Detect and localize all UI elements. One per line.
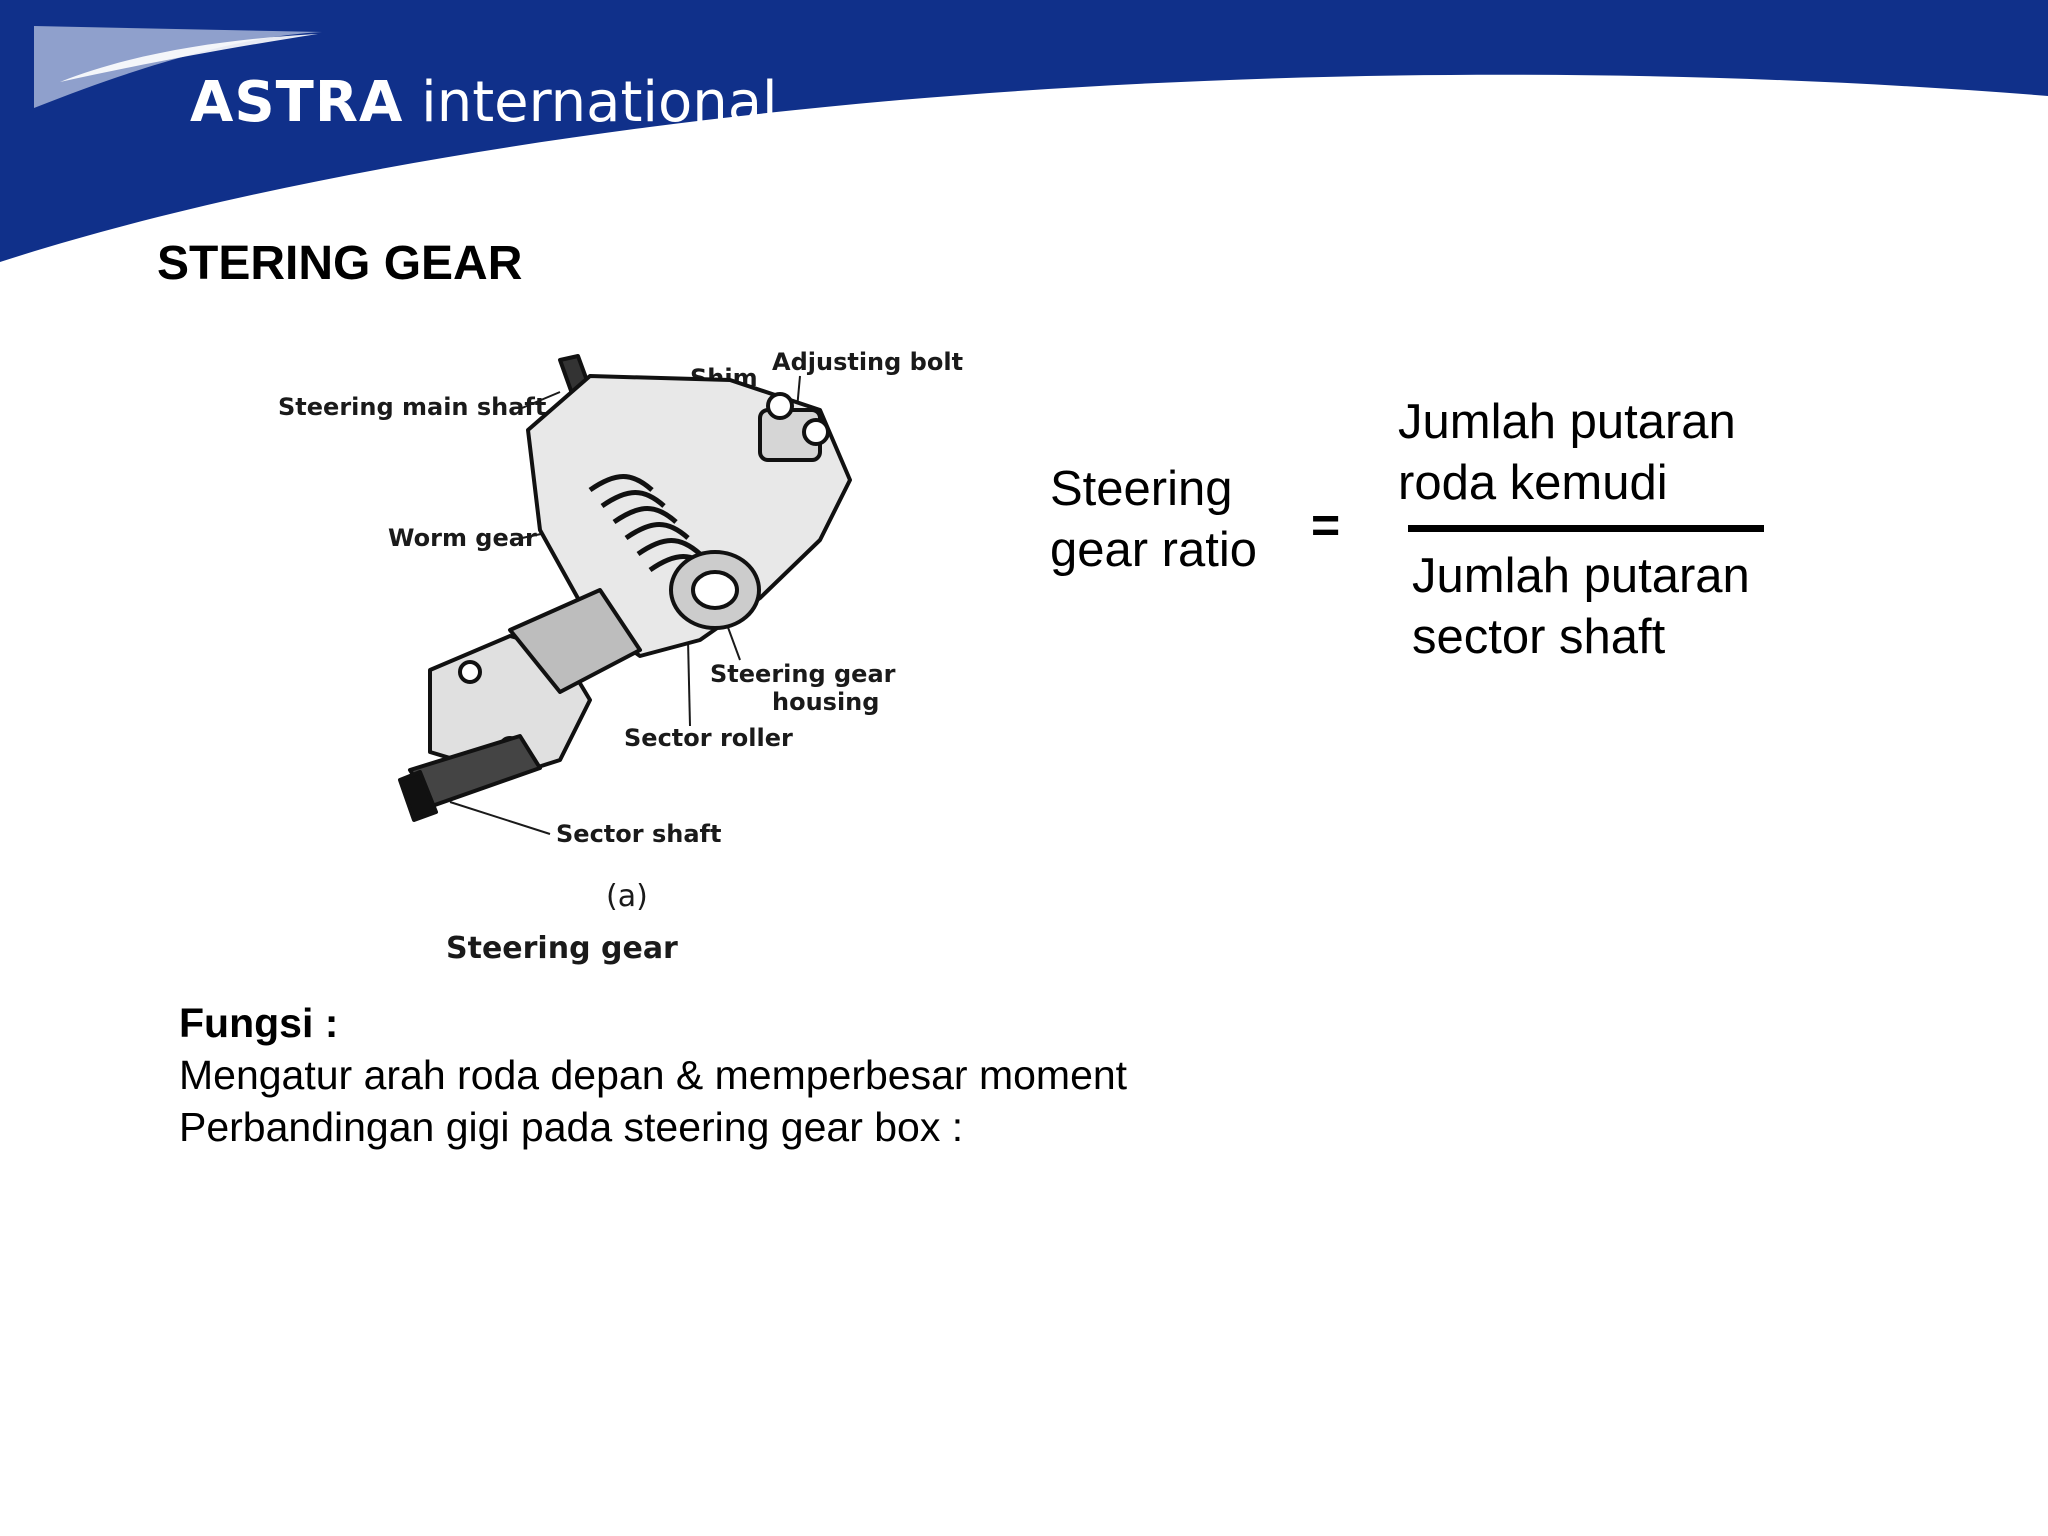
- logo-swoosh-icon: [34, 26, 322, 108]
- label-gear-housing-1: Steering gear: [710, 660, 896, 688]
- equation-left: Steering gear ratio: [1050, 459, 1257, 581]
- steering-gear-diagram: Steering main shaft Shim Adjusting bolt …: [278, 348, 963, 966]
- function-line2: Perbandingan gigi pada steering gear box…: [179, 1104, 964, 1150]
- page-title: STERING GEAR: [157, 237, 523, 290]
- label-gear-housing-2: housing: [772, 688, 879, 716]
- numerator-line2: roda kemudi: [1398, 456, 1668, 510]
- diagram-caption: Steering gear: [446, 931, 678, 966]
- label-sector-roller: Sector roller: [624, 724, 793, 752]
- diagram-sublabel: (a): [606, 879, 648, 914]
- header-band: [0, 0, 2048, 262]
- equation-left-line1: Steering: [1050, 462, 1233, 516]
- logo-text-light: international: [421, 70, 778, 135]
- label-main-shaft: Steering main shaft: [278, 393, 546, 421]
- numerator-line1: Jumlah putaran: [1398, 395, 1736, 449]
- label-adjusting-bolt: Adjusting bolt: [772, 348, 963, 376]
- denominator-line2: sector shaft: [1412, 610, 1666, 664]
- equation-numerator: Jumlah putaran roda kemudi: [1398, 392, 1736, 514]
- fraction-bar: [1408, 525, 1764, 532]
- function-section: Fungsi : Mengatur arah roda depan & memp…: [179, 997, 1127, 1153]
- label-worm-gear: Worm gear: [388, 524, 537, 552]
- function-line1: Mengatur arah roda depan & memperbesar m…: [179, 1052, 1128, 1098]
- label-sector-shaft: Sector shaft: [556, 820, 721, 848]
- function-heading: Fungsi :: [179, 1000, 339, 1046]
- equals-sign: =: [1311, 497, 1341, 553]
- denominator-line1: Jumlah putaran: [1412, 549, 1750, 603]
- logo-text-bold: ASTRA: [190, 70, 404, 135]
- equation-denominator: Jumlah putaran sector shaft: [1412, 546, 1750, 668]
- brand-logo: ASTRA international: [190, 70, 778, 135]
- equation-left-line2: gear ratio: [1050, 523, 1258, 577]
